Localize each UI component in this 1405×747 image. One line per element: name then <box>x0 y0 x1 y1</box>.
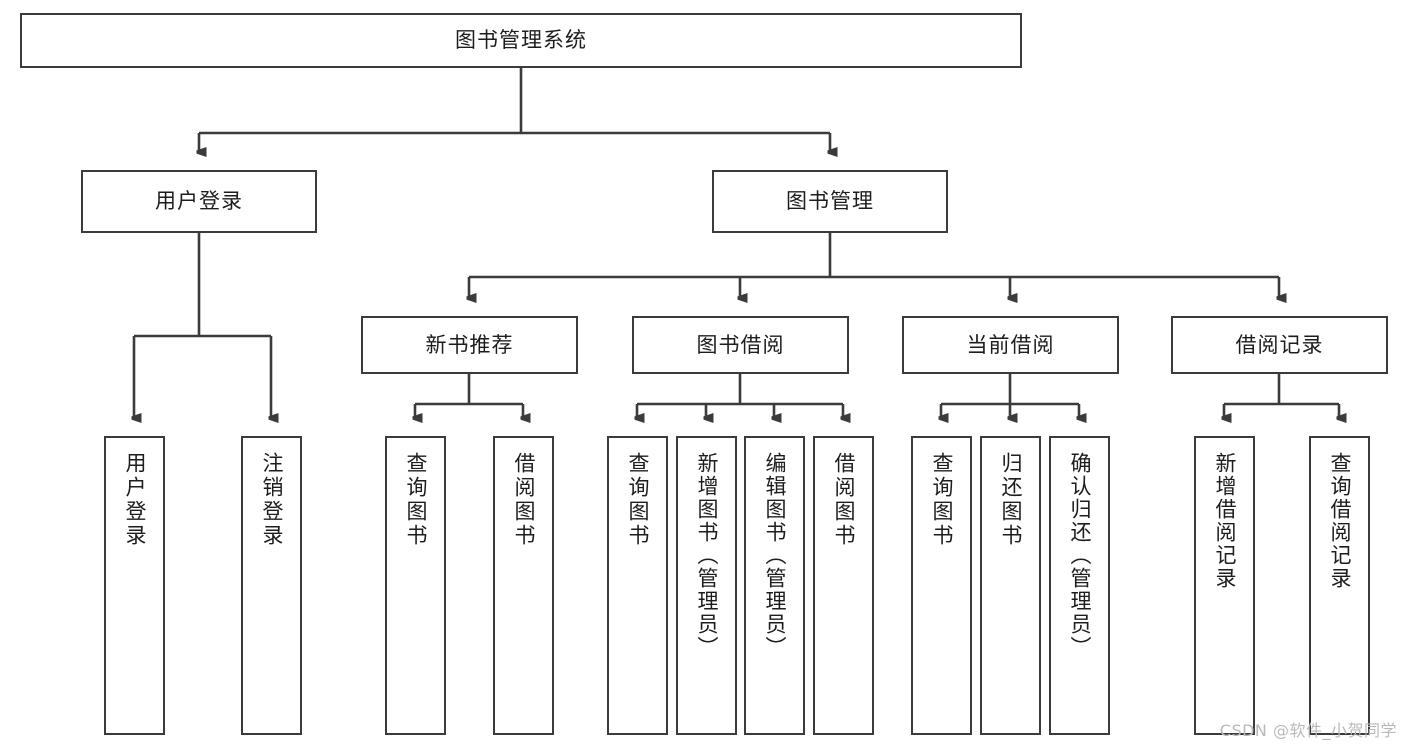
node-label: 新增图书（管理员） <box>695 452 719 659</box>
node-label: 借阅记录 <box>1235 332 1324 357</box>
node-new-book-recommend[interactable]: 新书推荐 <box>361 316 578 374</box>
leaf-new-book-query-book[interactable]: 查询图书 <box>385 436 446 735</box>
leaf-book-borrow-add-book-admin[interactable]: 新增图书（管理员） <box>676 436 737 735</box>
leaf-current-borrow-query-book[interactable]: 查询图书 <box>911 436 972 735</box>
node-label: 新增借阅记录 <box>1213 452 1237 590</box>
leaf-user-login-logout[interactable]: 注销登录 <box>241 436 302 735</box>
node-label: 图书借阅 <box>696 332 785 357</box>
node-label: 注销登录 <box>260 452 284 548</box>
node-label: 编辑图书（管理员） <box>763 452 787 659</box>
leaf-new-book-borrow-book[interactable]: 借阅图书 <box>493 436 554 735</box>
node-book-borrow[interactable]: 图书借阅 <box>632 316 849 374</box>
node-label: 用户登录 <box>155 189 243 214</box>
watermark-csdn: CSDN @软件_小贺同学 <box>1219 721 1397 740</box>
node-label: 确认归还（管理员） <box>1068 452 1092 659</box>
node-borrow-record[interactable]: 借阅记录 <box>1171 316 1388 374</box>
node-book-management[interactable]: 图书管理 <box>712 170 948 233</box>
leaf-current-borrow-confirm-return-admin[interactable]: 确认归还（管理员） <box>1049 436 1110 735</box>
node-current-borrow[interactable]: 当前借阅 <box>902 316 1119 374</box>
node-label: 查询图书 <box>930 452 954 548</box>
leaf-borrow-record-query-record[interactable]: 查询借阅记录 <box>1309 436 1370 735</box>
node-label: 查询图书 <box>404 452 428 548</box>
node-label: 借阅图书 <box>512 452 536 548</box>
node-label: 借阅图书 <box>832 452 856 548</box>
leaf-book-borrow-edit-book-admin[interactable]: 编辑图书（管理员） <box>744 436 805 735</box>
leaf-current-borrow-return-book[interactable]: 归还图书 <box>980 436 1041 735</box>
node-label: 图书管理系统 <box>455 28 587 53</box>
leaf-book-borrow-borrow-book[interactable]: 借阅图书 <box>813 436 874 735</box>
node-root-book-management-system[interactable]: 图书管理系统 <box>20 13 1022 68</box>
leaf-borrow-record-add-record[interactable]: 新增借阅记录 <box>1194 436 1255 735</box>
node-label: 用户登录 <box>123 452 147 548</box>
node-label: 查询图书 <box>626 452 650 548</box>
node-label: 归还图书 <box>999 452 1023 548</box>
node-label: 查询借阅记录 <box>1328 452 1352 590</box>
node-label: 图书管理 <box>786 189 874 214</box>
node-user-login[interactable]: 用户登录 <box>81 170 317 233</box>
node-label: 新书推荐 <box>425 332 514 357</box>
leaf-book-borrow-query-book[interactable]: 查询图书 <box>607 436 668 735</box>
leaf-user-login-login[interactable]: 用户登录 <box>104 436 165 735</box>
node-label: 当前借阅 <box>966 332 1055 357</box>
